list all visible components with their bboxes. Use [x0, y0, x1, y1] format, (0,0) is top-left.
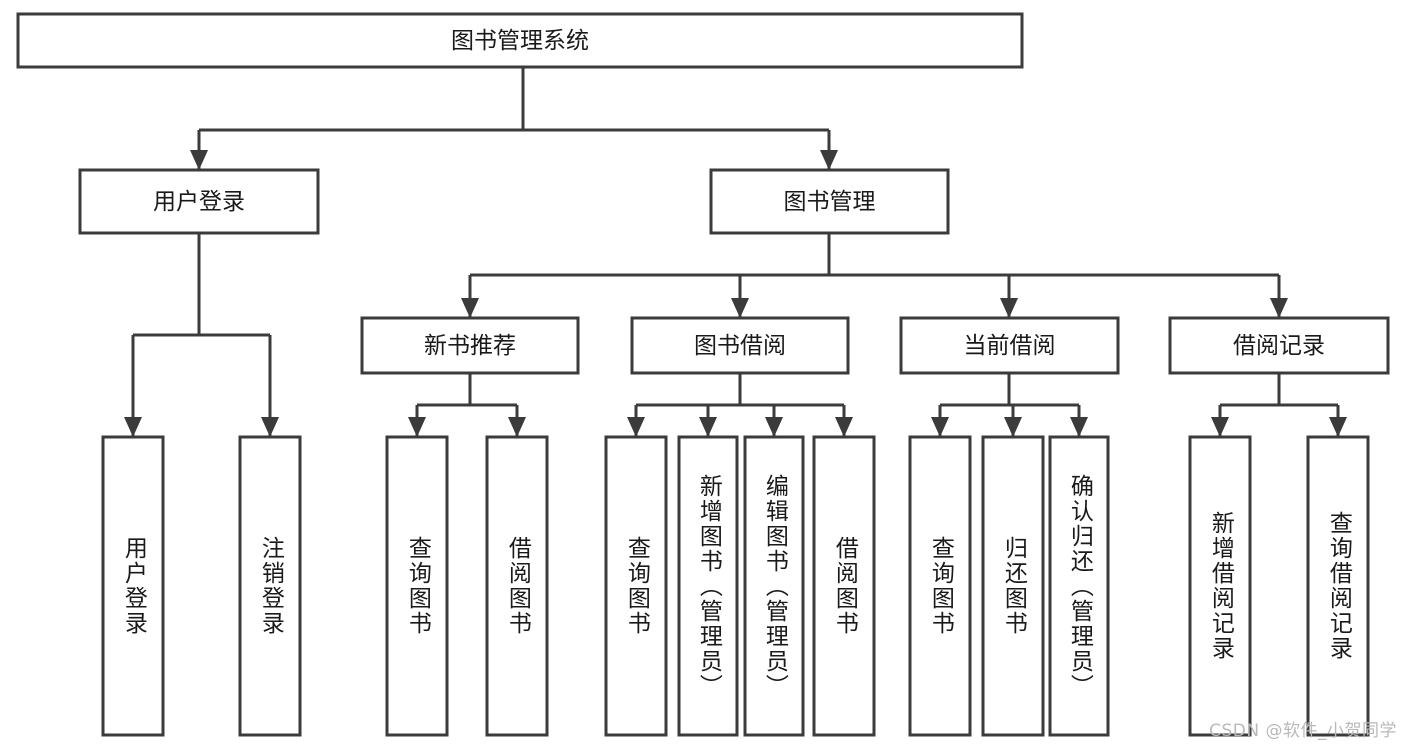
leaf-label-leaf-query-book-3: 查询图书: [927, 536, 954, 636]
arrow-head-icon: [820, 150, 838, 170]
arrow-head-icon: [1270, 298, 1288, 318]
node-label-current-borrow: 当前借阅: [964, 333, 1056, 359]
arrow-head-icon: [461, 298, 479, 318]
boxes-layer: [16, 12, 1390, 737]
leaf-label-leaf-add-book: 新增图书（管理员）: [695, 473, 722, 699]
arrow-head-icon: [765, 417, 783, 437]
node-box-root[interactable]: [16, 12, 1024, 69]
node-box-user-login[interactable]: [78, 168, 320, 235]
arrow-head-icon: [1329, 417, 1347, 437]
node-box-leaf-return-book[interactable]: [981, 435, 1045, 737]
leaf-label-leaf-add-record: 新增借阅记录: [1207, 511, 1234, 661]
arrow-head-icon: [1070, 417, 1088, 437]
leaf-label-leaf-logout: 注销登录: [257, 536, 284, 636]
arrow-head-icon: [835, 417, 853, 437]
arrow-head-icon: [731, 298, 749, 318]
arrow-head-icon: [1211, 417, 1229, 437]
leaf-label-leaf-return-book: 归还图书: [1000, 536, 1027, 636]
node-box-leaf-query-book-1[interactable]: [385, 435, 449, 737]
leaf-label-leaf-confirm-return: 确认归还（管理员）: [1066, 473, 1093, 699]
arrow-head-icon: [508, 417, 526, 437]
node-box-leaf-add-record[interactable]: [1188, 435, 1252, 737]
arrow-head-icon: [1004, 417, 1022, 437]
leaf-label-leaf-query-record: 查询借阅记录: [1325, 511, 1352, 661]
node-label-new-book-recommend: 新书推荐: [424, 333, 516, 359]
leaf-label-leaf-borrow-book-2: 借阅图书: [831, 536, 858, 636]
watermark: CSDN @软件_小贺同学: [1209, 721, 1397, 741]
arrow-head-icon: [1000, 298, 1018, 318]
node-label-book-manage: 图书管理: [784, 189, 876, 215]
node-box-leaf-confirm-return[interactable]: [1048, 435, 1110, 737]
arrow-head-icon: [627, 417, 645, 437]
node-label-root: 图书管理系统: [451, 28, 589, 54]
node-box-leaf-query-book-2[interactable]: [604, 435, 668, 737]
leaf-label-leaf-borrow-book-1: 借阅图书: [504, 536, 531, 636]
node-box-book-manage[interactable]: [709, 168, 950, 235]
node-box-leaf-query-record[interactable]: [1306, 435, 1370, 737]
node-box-current-borrow[interactable]: [899, 316, 1120, 375]
node-box-leaf-add-book[interactable]: [677, 435, 739, 737]
leaf-label-leaf-edit-book: 编辑图书（管理员）: [761, 473, 788, 699]
node-box-book-borrow[interactable]: [630, 316, 850, 375]
node-box-leaf-user-login[interactable]: [101, 435, 165, 737]
node-label-user-login: 用户登录: [153, 189, 245, 215]
leaf-label-leaf-query-book-2: 查询图书: [623, 536, 650, 636]
node-box-leaf-edit-book[interactable]: [743, 435, 805, 737]
arrow-head-icon: [261, 417, 279, 437]
node-box-leaf-logout[interactable]: [238, 435, 302, 737]
node-label-borrow-record: 借阅记录: [1233, 333, 1325, 359]
node-label-book-borrow: 图书借阅: [694, 333, 786, 359]
arrow-head-icon: [931, 417, 949, 437]
arrow-head-icon: [190, 150, 208, 170]
node-box-leaf-borrow-book-2[interactable]: [812, 435, 876, 737]
arrow-head-icon: [124, 417, 142, 437]
node-box-leaf-borrow-book-1[interactable]: [485, 435, 549, 737]
node-box-borrow-record[interactable]: [1168, 316, 1390, 375]
arrow-head-icon: [699, 417, 717, 437]
arrow-head-icon: [408, 417, 426, 437]
leaf-label-leaf-user-login: 用户登录: [120, 536, 147, 636]
edges-layer: [124, 67, 1347, 437]
leaf-label-leaf-query-book-1: 查询图书: [404, 536, 431, 636]
node-box-new-book-recommend[interactable]: [360, 316, 580, 375]
node-box-leaf-query-book-3[interactable]: [908, 435, 972, 737]
